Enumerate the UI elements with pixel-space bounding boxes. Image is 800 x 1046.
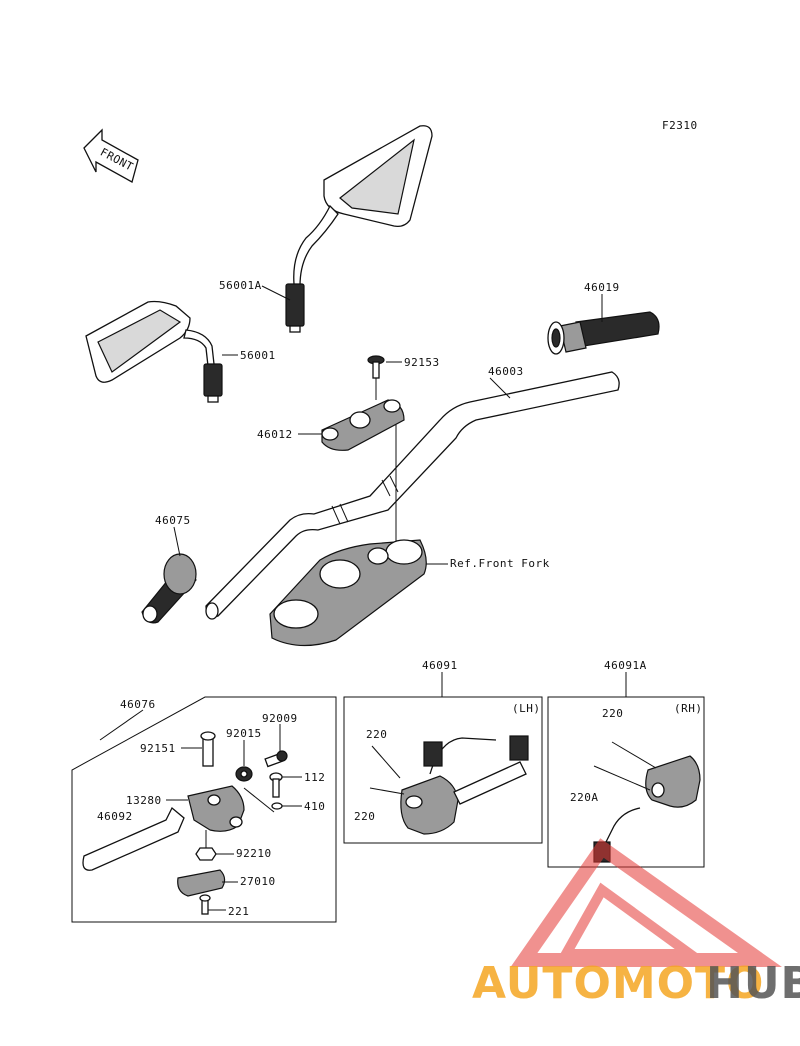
part-92210: 92210 <box>236 847 272 860</box>
screw-92009 <box>264 750 288 768</box>
lever-holder-13280 <box>187 785 245 832</box>
part-46003: 46003 <box>488 365 524 378</box>
washer-410 <box>271 802 283 810</box>
lever-group-box <box>71 696 337 923</box>
part-46075: 46075 <box>155 514 191 527</box>
screw-112 <box>269 772 283 798</box>
part-220-lh-bottom: 220 <box>354 810 375 823</box>
part-92009: 92009 <box>262 712 298 725</box>
handlebar <box>205 371 620 620</box>
mirror-left <box>85 300 223 403</box>
part-27010: 27010 <box>240 875 276 888</box>
part-46076: 46076 <box>120 698 156 711</box>
part-92015: 92015 <box>226 727 262 740</box>
triple-clamp <box>269 539 427 647</box>
part-46092: 46092 <box>97 810 133 823</box>
switch-27010 <box>177 869 226 897</box>
brake-lever-46092 <box>82 806 185 871</box>
watermark-triangle-icon <box>510 838 782 967</box>
part-220A: 220A <box>570 791 599 804</box>
handlebar-clamp <box>321 399 405 451</box>
part-13280: 13280 <box>126 794 162 807</box>
part-46019: 46019 <box>584 281 620 294</box>
side-lh: (LH) <box>512 702 541 715</box>
part-220-rh: 220 <box>602 707 623 720</box>
screw-221 <box>199 894 211 915</box>
part-220-lh-top: 220 <box>366 728 387 741</box>
watermark-part2: HUB <box>706 958 800 1009</box>
part-46091: 46091 <box>422 659 458 672</box>
part-221: 221 <box>228 905 249 918</box>
part-410: 410 <box>304 800 325 813</box>
mirror-right <box>285 125 433 333</box>
side-rh: (RH) <box>674 702 703 715</box>
lh-switch-box <box>343 696 543 844</box>
bushing-92015 <box>235 766 253 782</box>
part-56001A: 56001A <box>219 279 262 292</box>
grip-left <box>141 553 197 624</box>
part-92153: 92153 <box>404 356 440 369</box>
nut-92210 <box>195 847 217 861</box>
automotohub-watermark: AUTOMOTO HUB <box>472 838 800 1009</box>
bolt-92151 <box>200 731 216 767</box>
lh-switch-housing <box>400 735 529 835</box>
bolt-92153 <box>367 355 385 379</box>
part-46012: 46012 <box>257 428 293 441</box>
part-92151: 92151 <box>140 742 176 755</box>
grip-right <box>547 311 660 355</box>
part-112: 112 <box>304 771 325 784</box>
ref-front-fork: Ref.Front Fork <box>450 557 550 570</box>
part-46091A: 46091A <box>604 659 647 672</box>
part-56001: 56001 <box>240 349 276 362</box>
front-arrow-icon: FRONT <box>83 128 139 183</box>
watermark-part1: AUTOMOTO <box>472 958 764 1009</box>
figure-code: F2310 <box>662 119 698 132</box>
